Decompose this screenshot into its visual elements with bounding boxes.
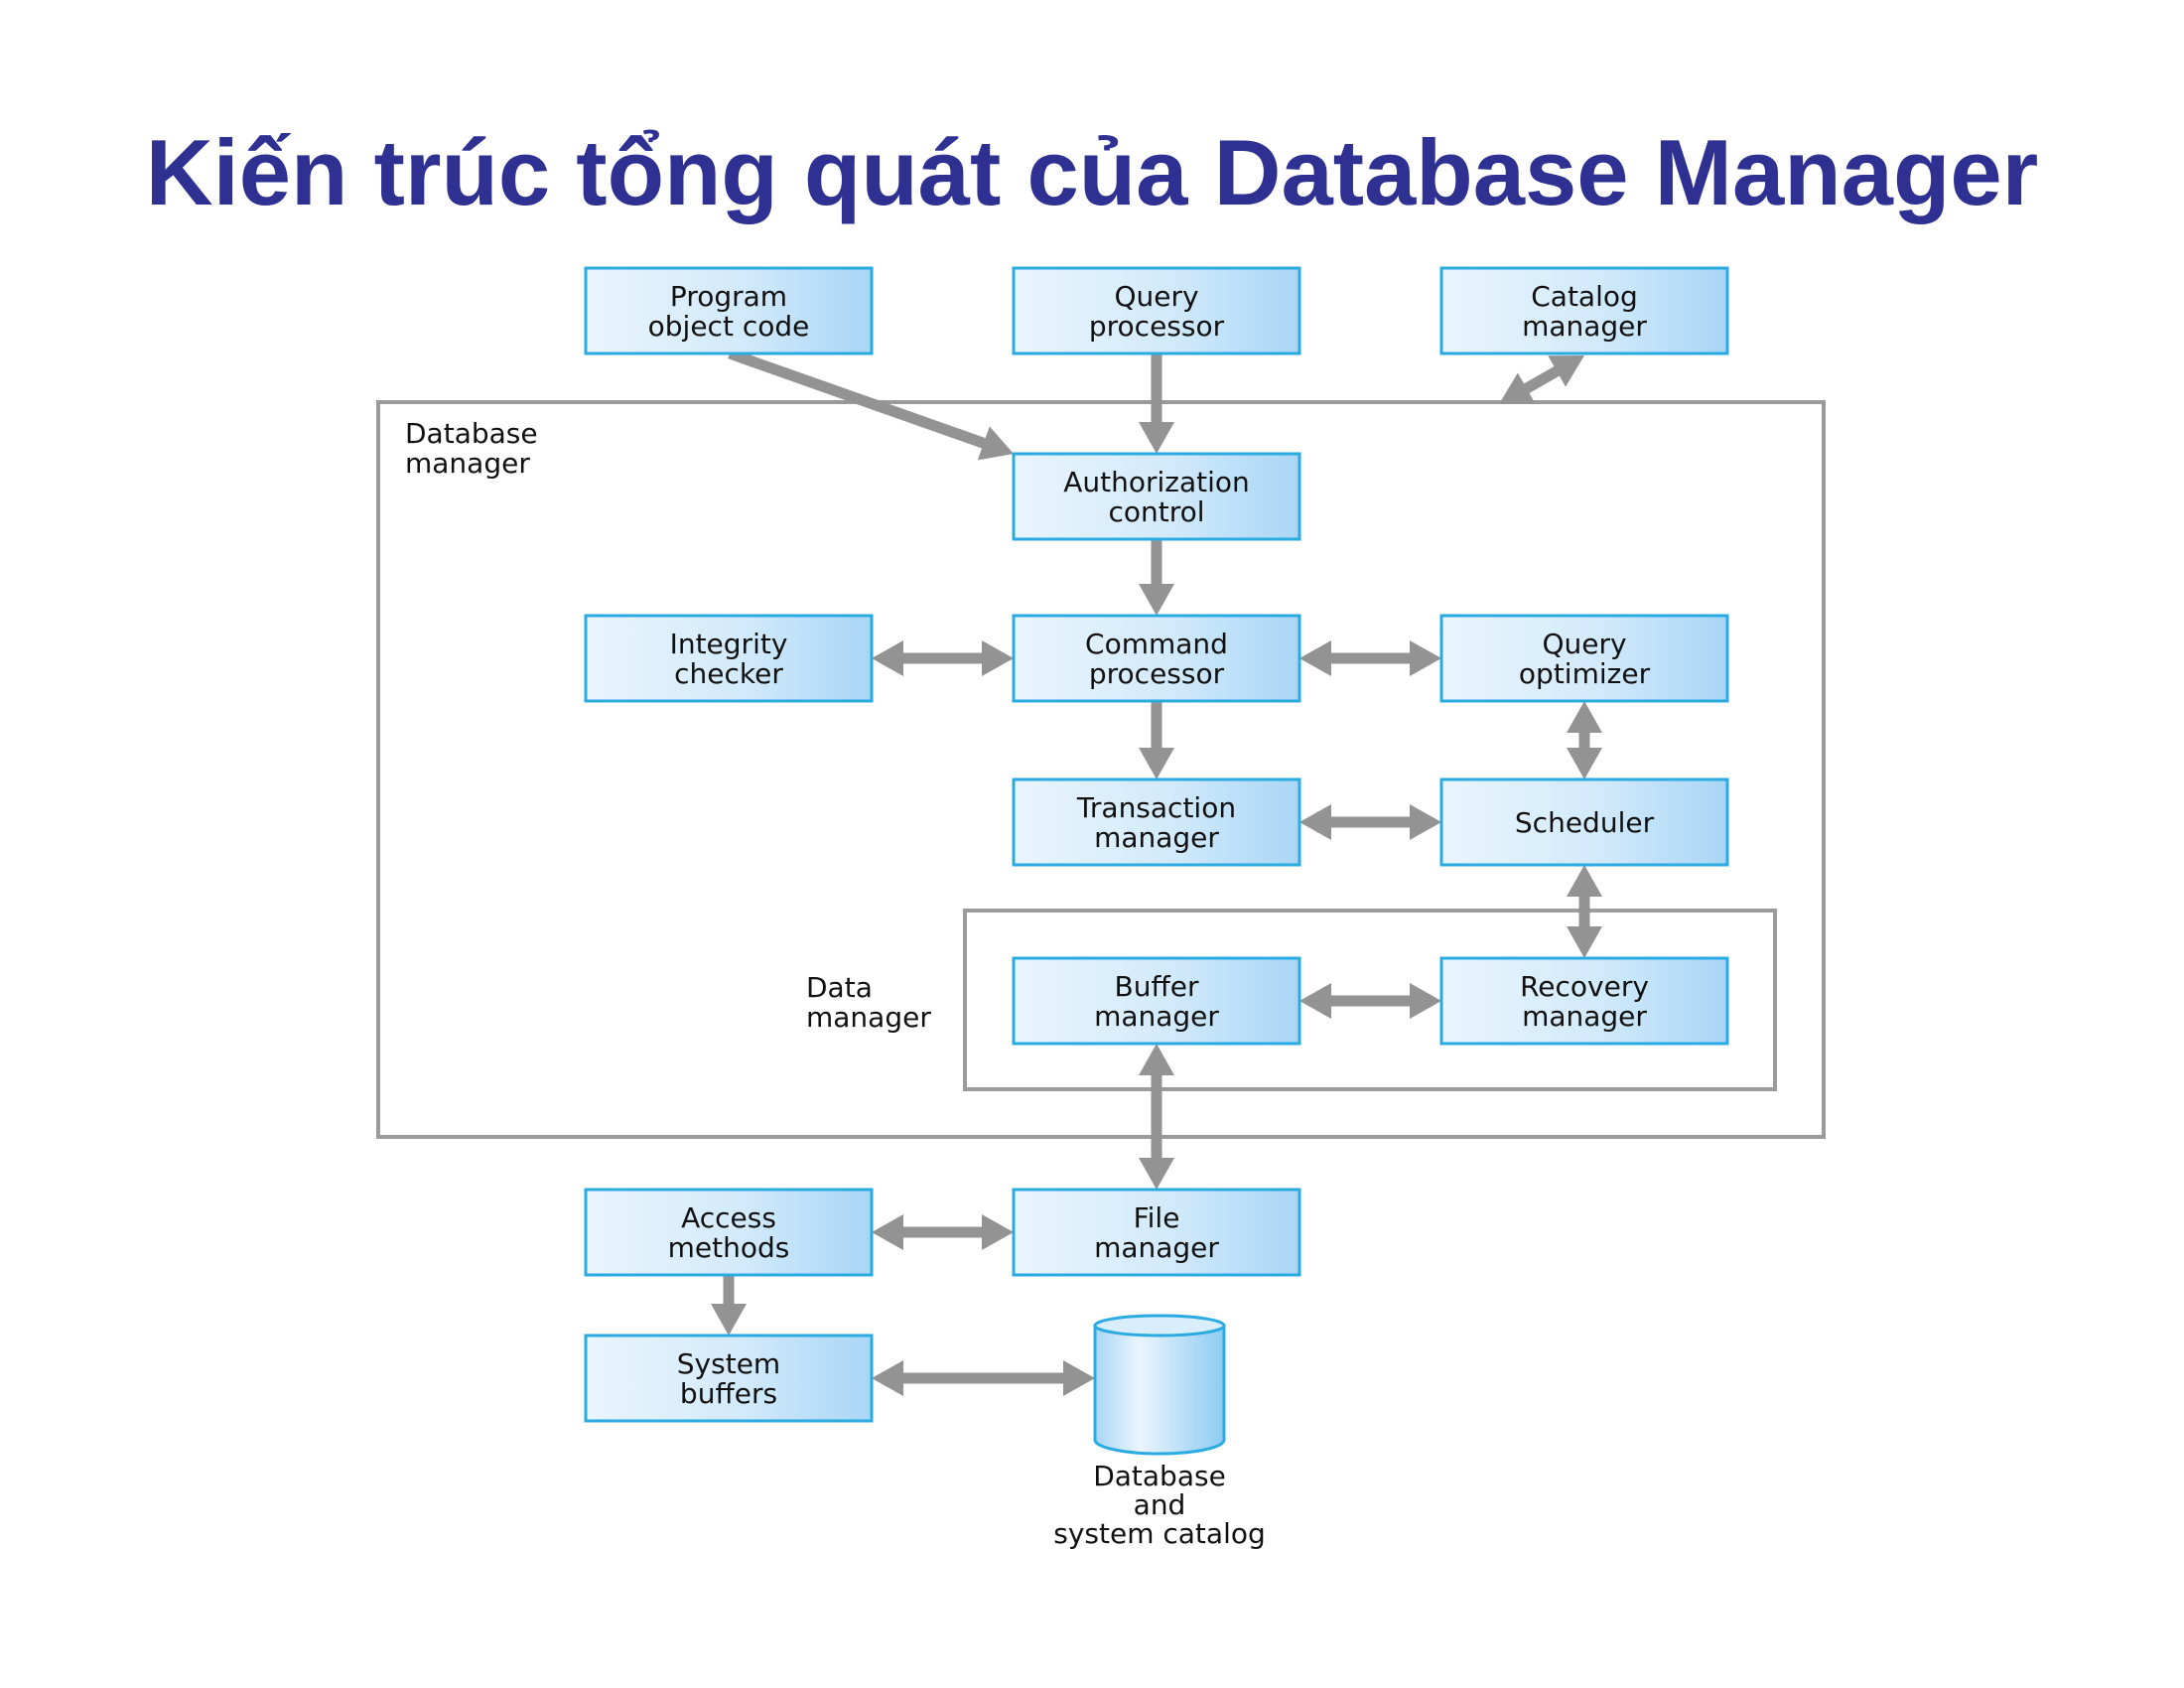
database-label: Database	[1093, 1460, 1226, 1492]
arrow-authorization-to-command	[1139, 539, 1174, 616]
arrow-query-optimizer-scheduler	[1567, 701, 1602, 779]
box-label: methods	[668, 1231, 790, 1264]
box-label: Transaction	[1076, 791, 1236, 824]
box-label: Program	[670, 280, 787, 313]
data-manager-label: Data	[806, 971, 873, 1004]
box-label: Command	[1085, 628, 1228, 660]
arrow-buffer-file	[1139, 1044, 1174, 1190]
arrow-query-processor-to-authorization	[1139, 353, 1174, 454]
box-label: manager	[1522, 1000, 1647, 1033]
database-label: and	[1134, 1488, 1186, 1521]
arrow-system-buffers-database	[872, 1360, 1095, 1396]
box-label: manager	[1522, 310, 1647, 343]
box-label: Access	[681, 1201, 776, 1234]
box-label: Authorization	[1063, 466, 1250, 498]
box-label: control	[1108, 495, 1204, 528]
box-label: System	[677, 1347, 780, 1380]
box-label: object code	[648, 310, 810, 343]
box-label: manager	[1094, 1000, 1219, 1033]
box-label: processor	[1089, 310, 1225, 343]
arrow-integrity-command	[872, 640, 1014, 676]
database-cylinder-icon	[1093, 1314, 1226, 1456]
arrow-access-to-system-buffers	[711, 1275, 747, 1336]
box-label: manager	[1094, 821, 1219, 854]
box-label: optimizer	[1519, 657, 1651, 690]
database-manager-label: manager	[405, 447, 530, 480]
arrow-transaction-scheduler	[1299, 804, 1441, 840]
database-manager-label: Database	[405, 417, 538, 450]
data-manager-label: manager	[806, 1001, 931, 1034]
database-label: system catalog	[1053, 1517, 1266, 1550]
arrow-program-to-authorization	[728, 348, 1014, 461]
box-label: File	[1134, 1201, 1180, 1234]
box-label: Integrity	[670, 628, 788, 660]
arrow-catalog-to-database-manager	[1499, 355, 1584, 404]
box-label: buffers	[680, 1377, 777, 1410]
box-label: checker	[674, 657, 783, 690]
arrow-buffer-recovery	[1299, 983, 1441, 1019]
box-label: Query	[1542, 628, 1626, 660]
box-label: Buffer	[1115, 970, 1199, 1003]
box-label: Scheduler	[1515, 806, 1655, 839]
arrow-command-to-transaction	[1139, 701, 1174, 779]
arrow-access-file	[872, 1214, 1014, 1250]
box-label: manager	[1094, 1231, 1219, 1264]
box-label: Recovery	[1520, 970, 1649, 1003]
box-label: processor	[1089, 657, 1225, 690]
page-title: Kiến trúc tổng quát của Database Manager	[145, 120, 2039, 224]
arrow-command-query-optimizer	[1299, 640, 1441, 676]
box-scheduler: Scheduler	[1439, 777, 1729, 867]
data-manager-group	[963, 909, 1777, 1091]
box-label: Catalog	[1531, 280, 1638, 313]
arrow-scheduler-recovery	[1567, 865, 1602, 958]
box-label: Query	[1114, 280, 1198, 313]
database-manager-group	[376, 400, 1826, 1139]
